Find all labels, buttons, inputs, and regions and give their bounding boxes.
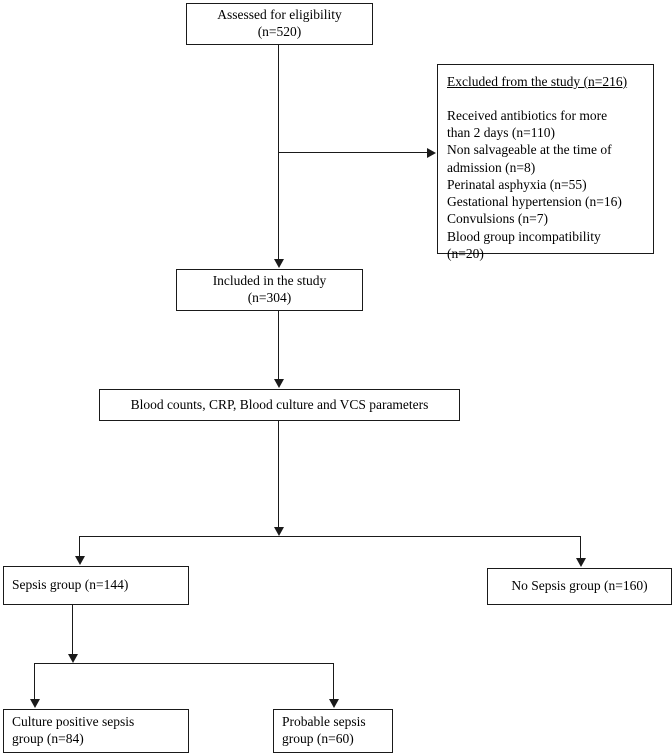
node-no-sepsis-group-label: No Sepsis group (n=160) bbox=[511, 578, 648, 594]
node-probable-line1: Probable sepsis bbox=[282, 714, 366, 730]
arrowhead-split-bar-1 bbox=[274, 527, 284, 536]
node-excluded-reason-line: Received antibiotics for more bbox=[447, 107, 608, 123]
connector-included-to-tests bbox=[278, 310, 279, 380]
node-culture-positive-line2: group (n=84) bbox=[12, 731, 84, 746]
arrowhead-excluded bbox=[427, 148, 436, 158]
node-excluded-title: Excluded from the study (n=216) bbox=[447, 74, 628, 89]
node-sepsis-group: Sepsis group (n=144) bbox=[3, 566, 189, 605]
node-tests-label: Blood counts, CRP, Blood culture and VCS… bbox=[130, 396, 429, 412]
node-assessed-line1: Assessed for eligibility bbox=[217, 7, 342, 23]
arrowhead-sepsis-group bbox=[75, 556, 85, 565]
arrowhead-culture-positive bbox=[30, 699, 40, 708]
node-excluded-reason-line: than 2 days (n=110) bbox=[447, 125, 555, 141]
arrowhead-probable-sepsis bbox=[329, 699, 339, 708]
connector-split-to-sepsis bbox=[79, 536, 80, 558]
node-culture-positive-line1: Culture positive sepsis bbox=[12, 714, 135, 730]
node-included-in-study: Included in the study (n=304) bbox=[176, 269, 363, 311]
node-tests-panel: Blood counts, CRP, Blood culture and VCS… bbox=[99, 389, 460, 421]
node-excluded-reason-line: Blood group incompatibility bbox=[447, 228, 601, 244]
node-included-line2: (n=304) bbox=[247, 290, 292, 305]
node-excluded-reason-line: Non salvageable at the time of bbox=[447, 142, 612, 158]
connector-assessed-to-excluded bbox=[278, 152, 428, 153]
node-sepsis-group-label: Sepsis group (n=144) bbox=[12, 577, 129, 593]
split-bar-culture-probable bbox=[34, 663, 334, 664]
connector-split-to-no-sepsis bbox=[580, 536, 581, 560]
node-probable-line2: group (n=60) bbox=[282, 731, 354, 746]
node-excluded-from-study: Excluded from the study (n=216) Received… bbox=[437, 64, 654, 261]
node-no-sepsis-group: No Sepsis group (n=160) bbox=[487, 568, 672, 605]
node-assessed-line2: (n=520) bbox=[257, 24, 302, 39]
connector-tests-to-split bbox=[278, 420, 279, 527]
node-probable-sepsis: Probable sepsis group (n=60) bbox=[273, 709, 393, 753]
arrowhead-split-bar-2 bbox=[68, 654, 78, 663]
arrowhead-included bbox=[274, 259, 284, 268]
node-included-line1: Included in the study bbox=[212, 273, 327, 289]
node-excluded-reason-line: Gestational hypertension (n=16) bbox=[447, 194, 622, 210]
node-excluded-reason-line: admission (n=8) bbox=[447, 159, 536, 175]
arrowhead-tests bbox=[274, 379, 284, 388]
connector-sepsis-to-split2 bbox=[72, 604, 73, 654]
node-culture-positive-sepsis: Culture positive sepsis group (n=84) bbox=[3, 709, 189, 753]
node-assessed-for-eligibility: Assessed for eligibility (n=520) bbox=[186, 3, 373, 45]
node-excluded-reason-line: Convulsions (n=7) bbox=[447, 211, 548, 227]
node-excluded-reason-line: Perinatal asphyxia (n=55) bbox=[447, 176, 587, 192]
split-bar-sepsis-nosepsis bbox=[79, 536, 581, 537]
connector-split2-to-culture bbox=[34, 663, 35, 699]
arrowhead-no-sepsis-group bbox=[576, 558, 586, 567]
connector-split2-to-probable bbox=[333, 663, 334, 699]
node-excluded-reason-line: (n=20) bbox=[447, 246, 484, 261]
